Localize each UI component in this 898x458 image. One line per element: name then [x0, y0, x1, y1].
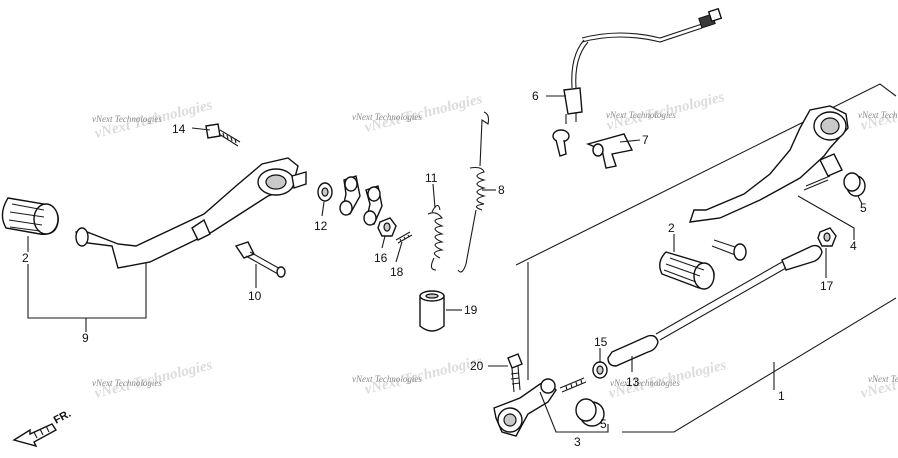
rubber-grip-left: [1, 197, 59, 235]
watermark-text: vNext Technologies: [868, 374, 898, 384]
front-direction-label: FR.: [52, 408, 73, 427]
cap-5-lower: [575, 398, 605, 427]
return-spring-11: [427, 204, 445, 271]
brake-pedal-arm-left: [75, 157, 307, 269]
assembly-boundary: [515, 83, 897, 433]
watermark-text: vNext Technologies: [352, 374, 422, 384]
cap-5-upper: [843, 172, 866, 197]
clip-7: [585, 133, 634, 169]
bolt-14: [205, 123, 241, 147]
nut-15: [592, 361, 608, 379]
foot-peg-shaft: [711, 239, 747, 261]
callout-10: 10: [248, 289, 262, 303]
pin-18: [395, 231, 413, 244]
watermark-text: vNext Technologies: [352, 112, 422, 122]
return-spring-8: [457, 111, 490, 273]
watermark-text: vNext Technologies: [610, 378, 680, 388]
callout-7: 7: [642, 133, 649, 147]
callout-6: 6: [532, 89, 539, 103]
leader-lines: [27, 95, 863, 433]
callout-5-lower: 5: [600, 417, 607, 431]
callout-13: 13: [626, 375, 640, 389]
callout-12: 12: [314, 219, 328, 233]
callout-20: 20: [470, 359, 484, 373]
pivot-bolt-10: [234, 241, 286, 278]
callout-1: 1: [778, 389, 785, 403]
callout-11: 11: [425, 171, 438, 185]
callout-2-right: 2: [668, 221, 675, 235]
callout-3: 3: [574, 435, 581, 449]
callout-labels: 14 2 9 10 12 16 18 11 8 19 6 7 5 4 2 17 …: [22, 89, 867, 449]
sleeve-19: [419, 290, 445, 332]
callout-4: 4: [850, 239, 857, 253]
callout-9: 9: [82, 331, 89, 345]
front-direction-arrow: FR.: [12, 408, 73, 448]
nut-17: [817, 227, 837, 247]
callout-14: 14: [172, 122, 186, 136]
watermark-text: vNext Technologies: [858, 110, 898, 120]
nut-16: [377, 217, 397, 237]
callout-2-left: 2: [22, 251, 29, 265]
washer-12: [317, 182, 333, 202]
brake-arm-3: [493, 377, 587, 437]
callout-8: 8: [498, 183, 505, 197]
callout-19: 19: [464, 303, 478, 317]
watermark-text: vNext Technologies: [92, 378, 162, 388]
joint-pieces: [339, 175, 383, 226]
callout-15: 15: [594, 335, 608, 349]
brake-pedal-arm-right: [688, 105, 849, 223]
bolt-20: [507, 353, 523, 393]
switch-cable-6: [552, 7, 723, 157]
rubber-grip-right: [659, 251, 715, 290]
callout-16: 16: [374, 251, 388, 265]
callout-17: 17: [820, 279, 834, 293]
callout-18: 18: [390, 265, 404, 279]
watermark-text: vNext Technologies: [92, 114, 162, 124]
callout-5-upper: 5: [860, 201, 867, 215]
watermark-text: vNext Technologies: [606, 110, 676, 120]
brake-rod-1: [607, 244, 823, 367]
